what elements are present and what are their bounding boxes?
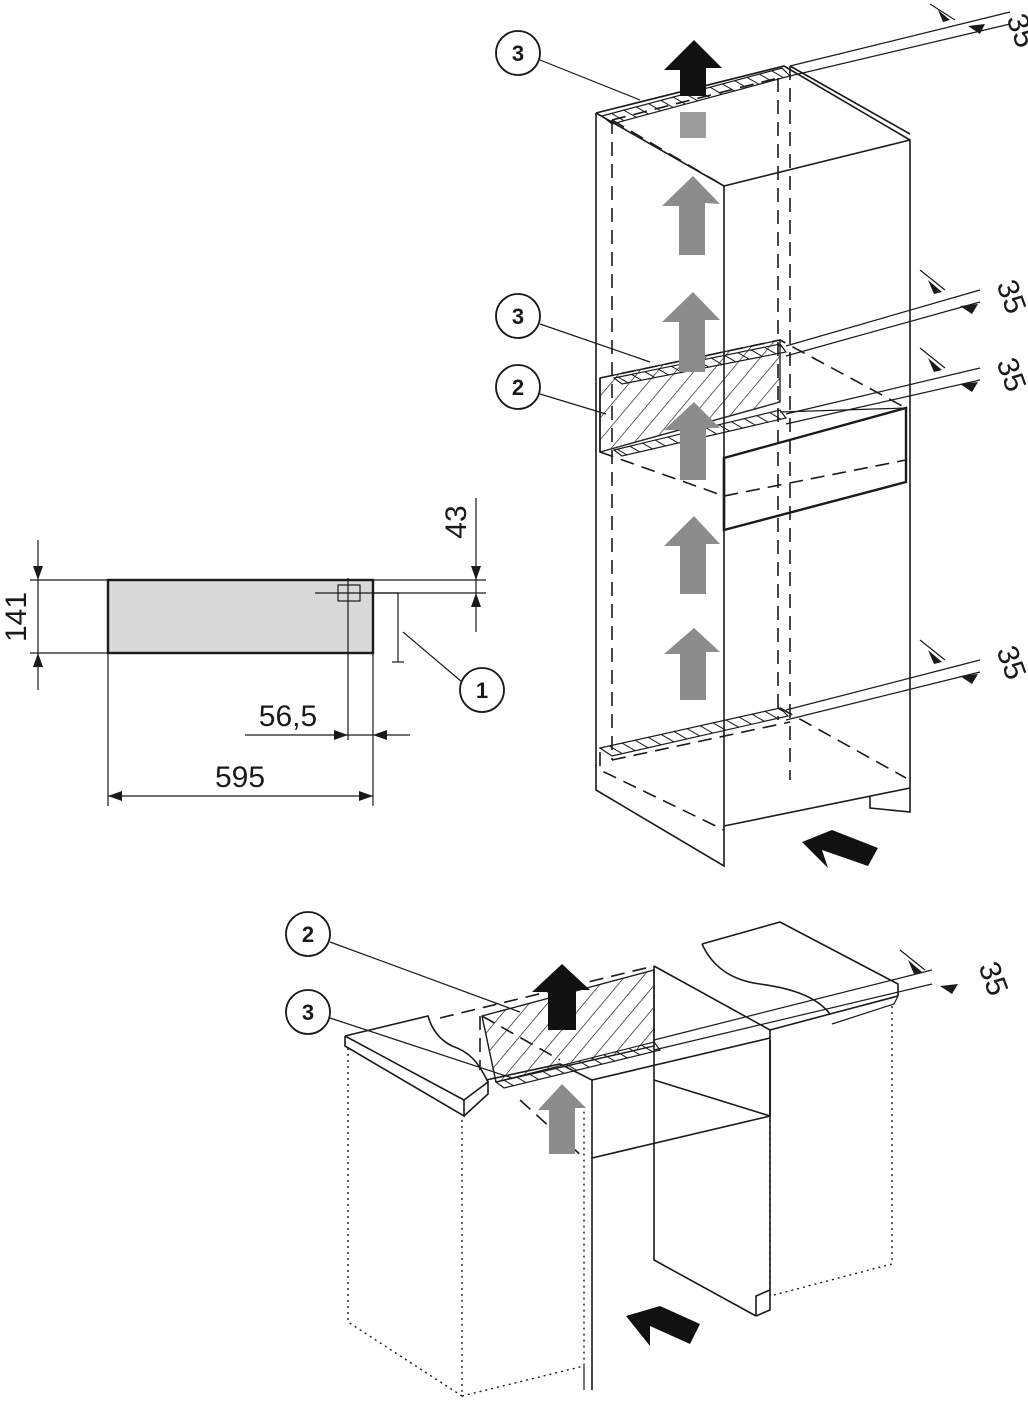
left-countertop: [344, 1015, 489, 1083]
callout-2-middle: 2: [512, 375, 524, 400]
airflow-up-arrow-icon: [664, 628, 720, 700]
bottom-vent: [598, 707, 790, 757]
tall-cabinet: 35 35 35 35: [495, 3, 1028, 868]
callout-3-top: 3: [512, 41, 524, 66]
callout-3-base: 3: [302, 1000, 314, 1025]
gap-label-base: 35: [972, 957, 1014, 1000]
appliance-front: [106, 578, 375, 655]
dim-height-141: 141: [0, 592, 33, 642]
dim-width-595: 595: [215, 761, 265, 794]
airflow-up-arrow-icon: [664, 516, 720, 594]
airflow-arrows: [662, 40, 722, 700]
appliance-niche: [599, 339, 908, 532]
gap-label-3: 35: [990, 353, 1028, 396]
gap-label-2: 35: [990, 275, 1028, 318]
airflow-up-arrow-icon: [538, 1084, 586, 1154]
exhaust-up-arrow-icon: [664, 40, 722, 96]
gap-dimension-base: 35: [653, 949, 1014, 1051]
gap-dimension-top: 35: [789, 3, 1028, 77]
air-intake-arrow-icon: [802, 830, 878, 868]
air-intake-arrow-icon: [626, 1306, 700, 1346]
callout-group-top-3: 3: [495, 30, 641, 101]
callout-2-base: 2: [302, 922, 314, 947]
base-vent: [494, 1041, 662, 1089]
airflow-up-arrow-icon: [664, 402, 720, 480]
callout-group-base-2: 2: [285, 911, 521, 1013]
exhaust-up-arrow-icon: [532, 964, 590, 1030]
airflow-up-arrow-icon: [680, 112, 706, 138]
airflow-up-arrow-icon: [662, 292, 720, 372]
dim-offset-56-5: 56,5: [259, 700, 317, 733]
gap-label-4: 35: [990, 641, 1028, 684]
callout-3-middle: 3: [512, 304, 524, 329]
callout-circle-1: [459, 667, 505, 713]
airflow-up-arrow-icon: [662, 176, 720, 255]
gap-dimension-middle-1: 35: [785, 269, 1028, 357]
callout-group-mid-3: 3: [495, 293, 651, 363]
callout-group-base-3: 3: [285, 989, 513, 1079]
callout-group-mid-2: 2: [495, 364, 607, 415]
callout-1: 1: [476, 678, 488, 703]
gap-label-1: 35: [1000, 9, 1028, 52]
base-cabinet: 35 2 3: [285, 911, 1014, 1398]
dim-offset-43: 43: [440, 505, 473, 538]
right-countertop: [701, 921, 899, 996]
front-view: 1 141 43 56,5 595: [0, 498, 505, 806]
gap-dimension-bottom: 35: [785, 639, 1028, 721]
power-cable: [373, 592, 399, 662]
